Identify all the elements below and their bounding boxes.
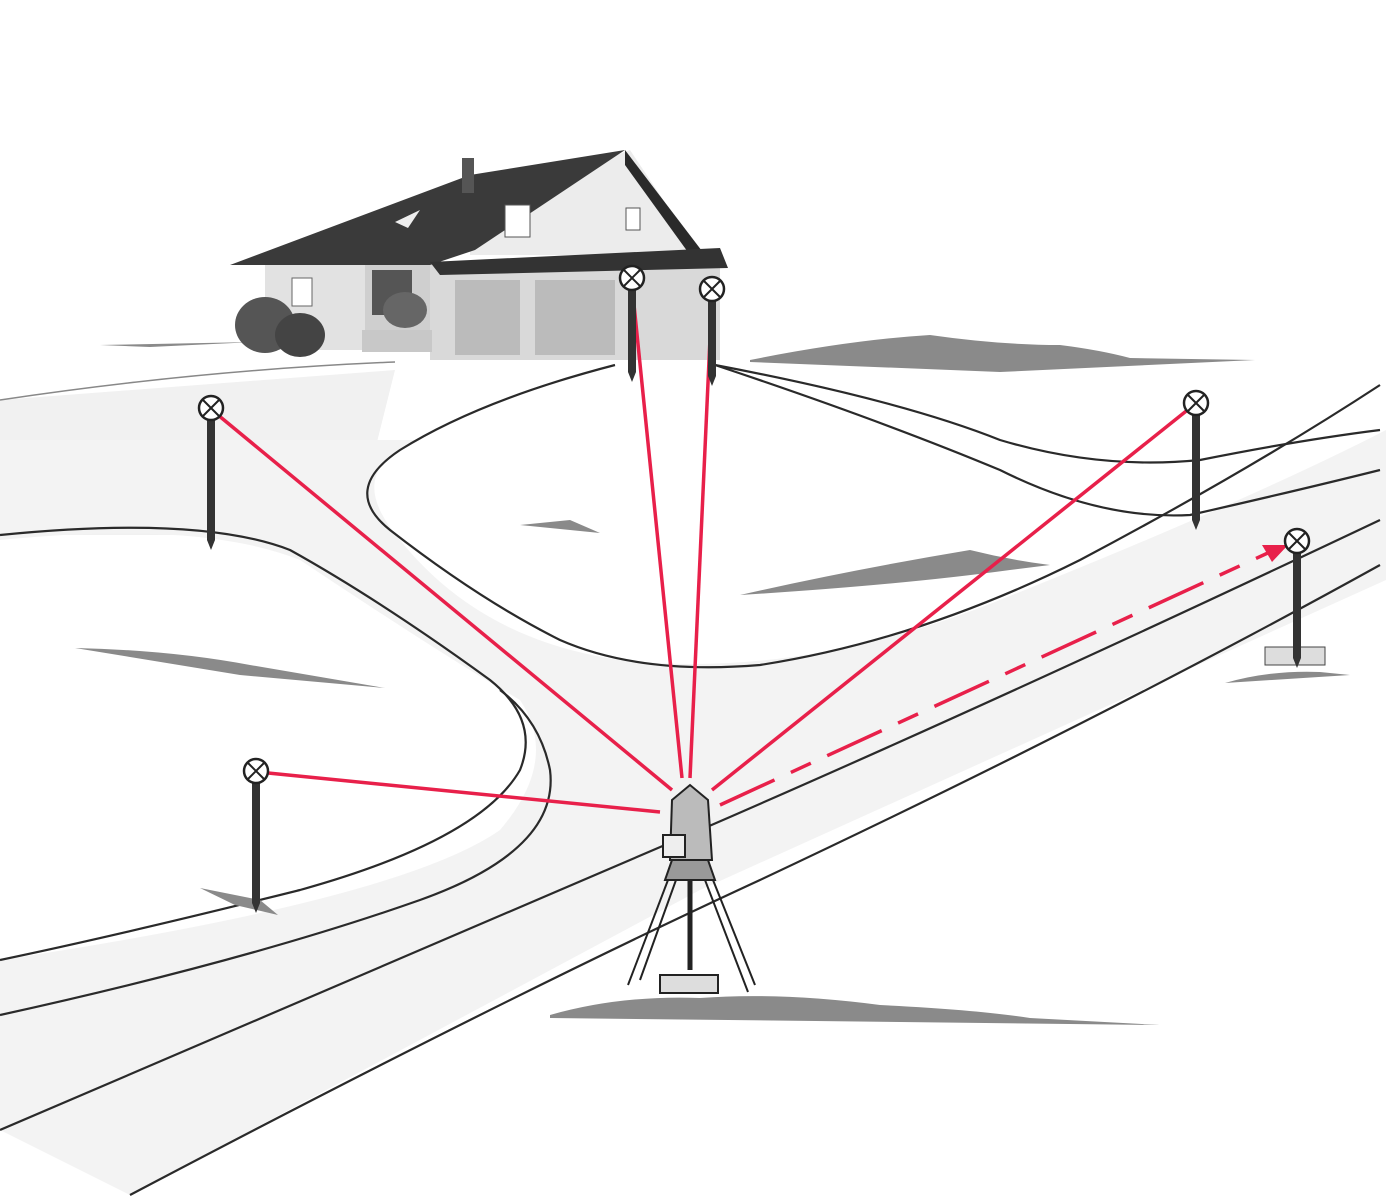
survey-target-icon <box>698 275 726 386</box>
survey-target-icon <box>197 394 225 550</box>
ray-left-lower <box>267 771 661 814</box>
house-icon <box>230 150 728 360</box>
ray-right-dashed <box>719 550 1271 807</box>
ray-right-upper <box>710 406 1192 792</box>
ground-shadows <box>75 335 1350 1025</box>
survey-target-icon <box>1283 527 1311 668</box>
measurement-rays <box>216 284 1288 814</box>
ray-house-left <box>630 284 684 779</box>
total-station-icon <box>627 783 756 994</box>
arrowhead-icon <box>1262 545 1288 562</box>
survey-target-icon <box>1182 389 1210 530</box>
ray-left-upper <box>216 413 674 792</box>
survey-target-icon <box>618 264 646 382</box>
targets <box>197 264 1326 913</box>
terrain-lines <box>0 361 1381 1196</box>
survey-target-icon <box>242 757 270 913</box>
